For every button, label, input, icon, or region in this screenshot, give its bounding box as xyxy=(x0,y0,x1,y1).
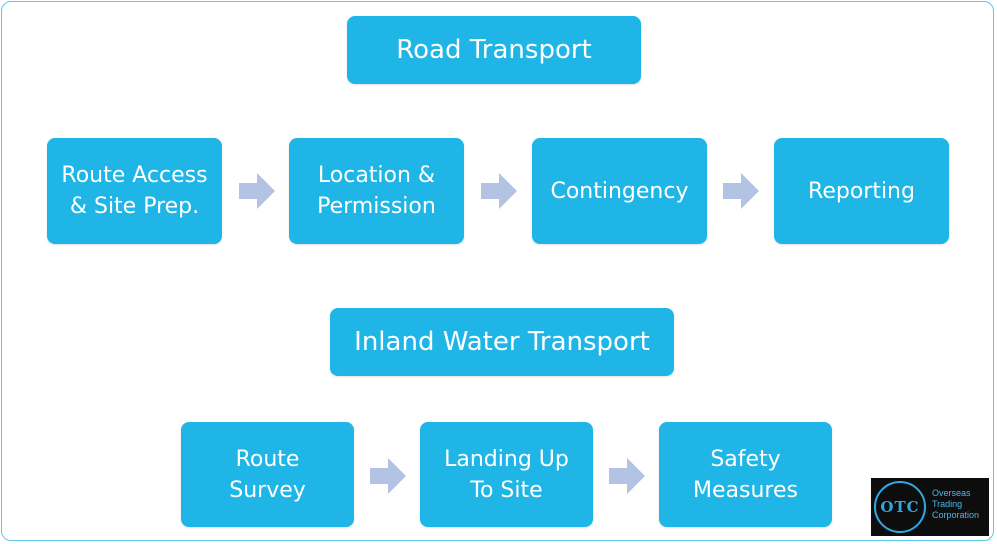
road-step-location-permission: Location & Permission xyxy=(289,138,464,244)
road-step-contingency: Contingency xyxy=(532,138,707,244)
arrow-right-icon xyxy=(723,173,759,209)
road-step-route-access: Route Access & Site Prep. xyxy=(47,138,222,244)
logo-company-name: Overseas Trading Corporation xyxy=(932,488,988,521)
inland-water-transport-heading: Inland Water Transport xyxy=(330,308,674,376)
arrow-right-icon xyxy=(609,458,645,494)
logo-line-3: Corporation xyxy=(932,510,980,520)
road-step-reporting: Reporting xyxy=(774,138,949,244)
water-step-landing-up: Landing Up To Site xyxy=(420,422,593,527)
logo-line-1: Overseas xyxy=(932,488,971,498)
arrow-right-icon xyxy=(481,173,517,209)
arrow-right-icon xyxy=(370,458,406,494)
arrow-right-icon xyxy=(239,173,275,209)
company-logo: OTC Overseas Trading Corporation xyxy=(871,478,989,536)
water-step-safety-measures: Safety Measures xyxy=(659,422,832,527)
logo-line-2: Trading xyxy=(932,499,963,509)
water-step-route-survey: Route Survey xyxy=(181,422,354,527)
logo-mark: OTC xyxy=(874,481,926,533)
road-transport-heading: Road Transport xyxy=(347,16,641,84)
